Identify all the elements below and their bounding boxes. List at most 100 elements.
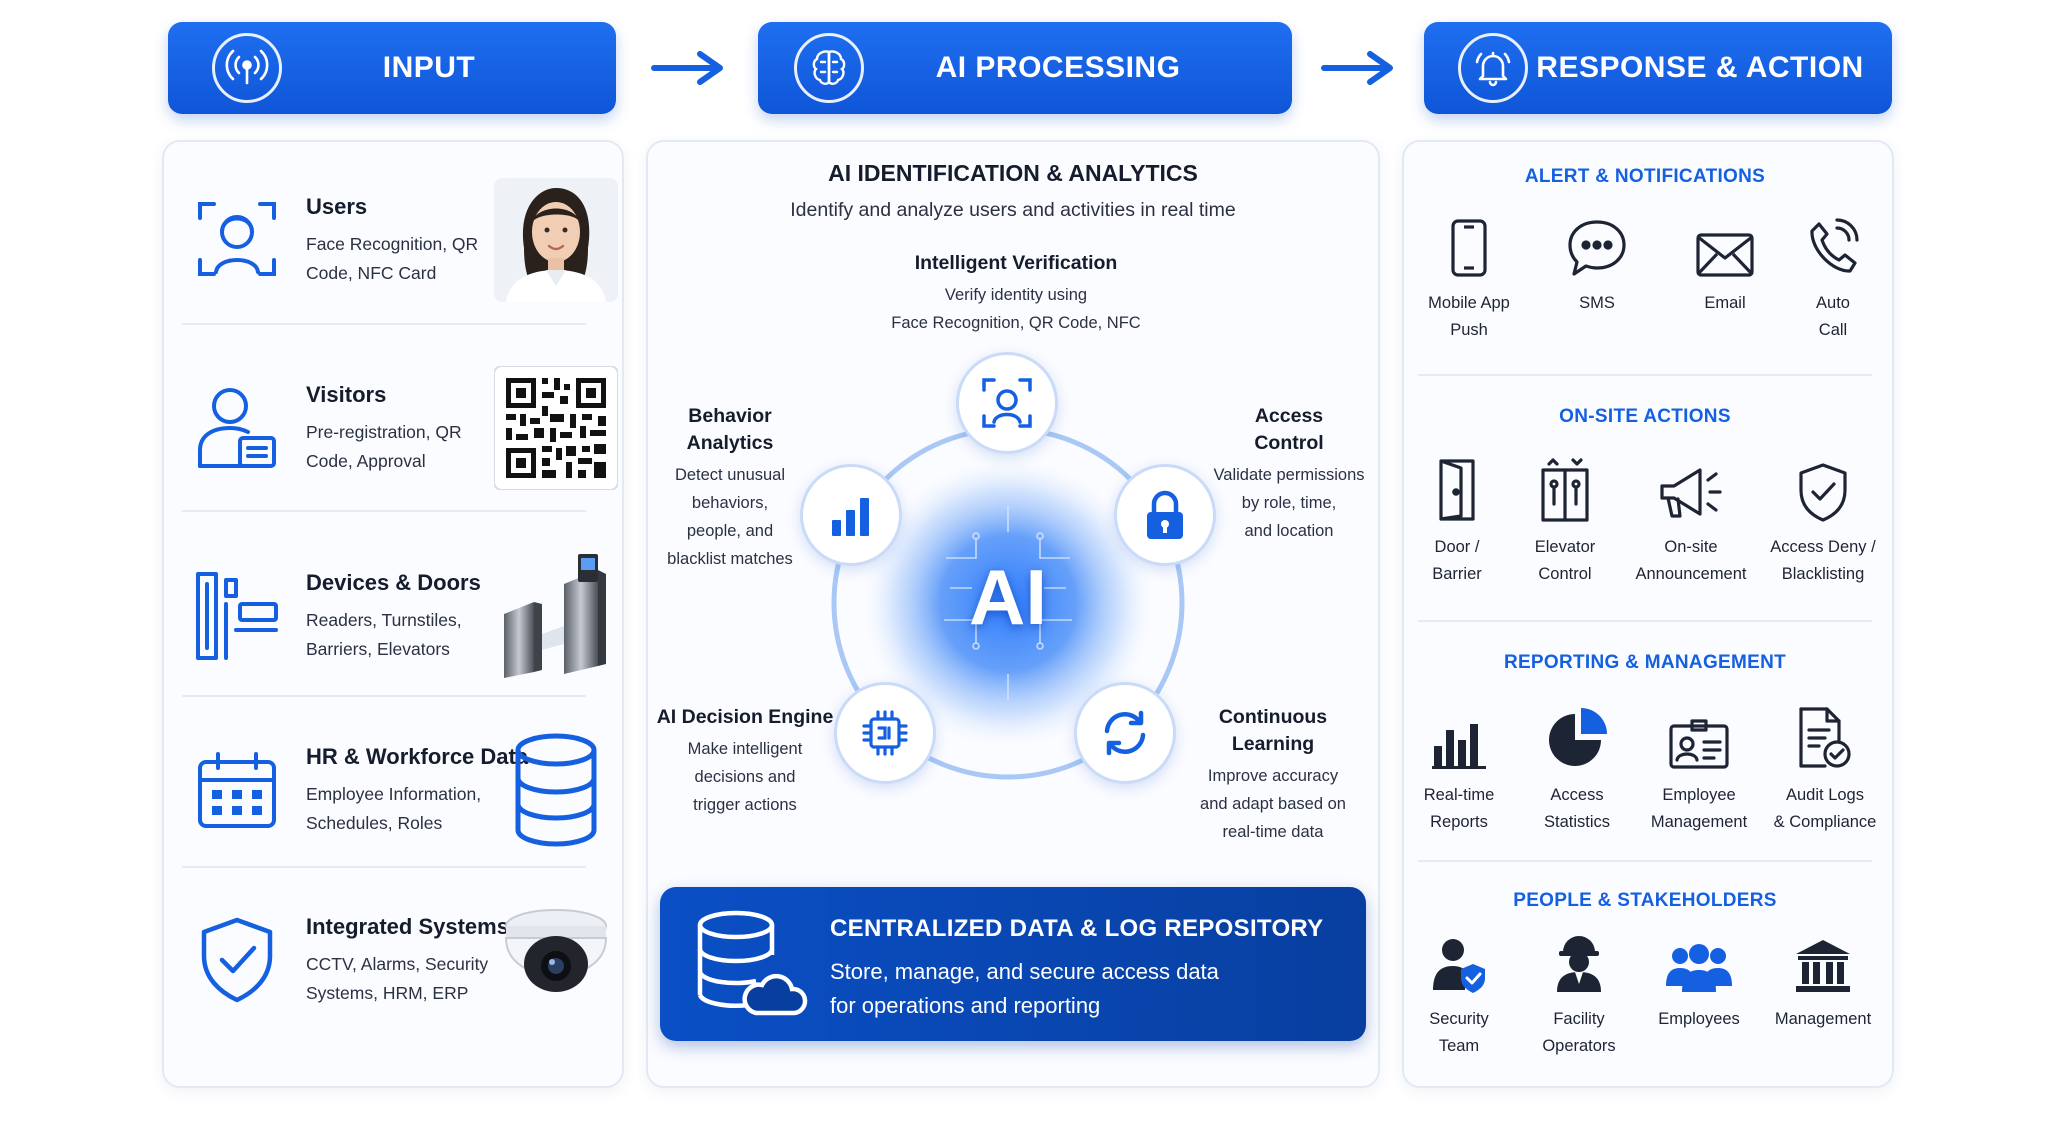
onsite-item-access-deny: Access Deny / Blacklisting	[1758, 452, 1888, 588]
alert-notifications-title: ALERT & NOTIFICATIONS	[1400, 166, 1890, 188]
divider	[182, 695, 586, 697]
institution-building-icon	[1794, 938, 1852, 994]
chat-bubble-icon	[1566, 218, 1628, 278]
people-item-label: Employees	[1634, 1006, 1764, 1033]
people-item-security-team: Security Team	[1394, 924, 1524, 1060]
input-item-desc: Employee Information, Schedules, Roles	[306, 780, 506, 838]
alert-item-label: Mobile App	[1404, 290, 1534, 317]
access-desc-line: by role, time,	[1206, 489, 1372, 517]
user-portrait-image	[494, 178, 618, 302]
response-action-header-title: RESPONSE & ACTION	[1528, 51, 1892, 85]
access-title: Control	[1206, 430, 1372, 457]
divider	[1418, 374, 1872, 376]
reporting-item-label: Employee	[1634, 782, 1764, 809]
arrow-right-icon	[1320, 50, 1398, 86]
reporting-item-label: Management	[1634, 809, 1764, 836]
alert-item-label: SMS	[1532, 290, 1662, 317]
megaphone-icon	[1658, 466, 1724, 522]
bell-icon	[1458, 33, 1528, 103]
database-cloud-icon	[690, 909, 810, 1021]
intelligent-verification: Intelligent Verification Verify identity…	[846, 250, 1186, 337]
chip-icon	[858, 706, 912, 760]
onsite-item-label: Announcement	[1626, 561, 1756, 588]
input-item-users: Users Face Recognition, QR Code, NFC Car…	[182, 154, 618, 324]
behavior-title: Analytics	[656, 430, 804, 457]
ai-section-title: AI IDENTIFICATION & ANALYTICS	[646, 160, 1380, 187]
reporting-item-label: Access	[1512, 782, 1642, 809]
bar-chart-icon	[826, 490, 876, 540]
alert-item-sms: SMS	[1532, 208, 1662, 317]
input-item-visitors: Visitors Pre-registration, QR Code, Appr…	[182, 342, 618, 512]
face-scan-icon	[192, 194, 282, 284]
verification-desc-line: Face Recognition, QR Code, NFC	[846, 309, 1186, 337]
learning-title: Continuous Learning	[1176, 704, 1370, 758]
door-reader-icon	[192, 570, 282, 660]
lock-icon	[1142, 489, 1188, 541]
learning-desc-line: real-time data	[1176, 818, 1370, 846]
bar-chart-icon	[1430, 716, 1488, 770]
ai-processing-header-title: AI PROCESSING	[864, 51, 1292, 85]
reporting-management-title: REPORTING & MANAGEMENT	[1400, 652, 1890, 674]
input-header: INPUT	[168, 22, 616, 114]
alert-item-label: Auto	[1768, 290, 1898, 317]
centralized-repository-banner: CENTRALIZED DATA & LOG REPOSITORY Store,…	[660, 887, 1366, 1041]
decision-engine-node	[834, 682, 936, 784]
brain-icon	[794, 33, 864, 103]
people-stakeholders-title: PEOPLE & STAKEHOLDERS	[1400, 890, 1890, 912]
alert-item-mobile-push: Mobile App Push	[1404, 208, 1534, 344]
repository-desc-line: Store, manage, and secure access data	[830, 955, 1330, 989]
learning-desc-line: Improve accuracy	[1176, 762, 1370, 790]
learning-desc-line: and adapt based on	[1176, 790, 1370, 818]
input-item-integrated-systems: Integrated Systems CCTV, Alarms, Securit…	[182, 874, 618, 1044]
divider	[182, 510, 586, 512]
refresh-icon	[1097, 705, 1153, 761]
reporting-item-employee-management: Employee Management	[1634, 700, 1764, 836]
people-item-label: Team	[1394, 1033, 1524, 1060]
id-card-icon	[1668, 718, 1730, 770]
decision-desc-line: trigger actions	[650, 791, 840, 819]
reporting-item-label: Audit Logs	[1760, 782, 1890, 809]
reporting-item-audit-logs: Audit Logs & Compliance	[1760, 700, 1890, 836]
worker-helmet-icon	[1553, 934, 1605, 994]
ai-brain-core-label: AI	[948, 552, 1068, 643]
document-check-icon	[1797, 706, 1853, 770]
input-item-desc: Readers, Turnstiles, Barriers, Elevators	[306, 606, 506, 664]
envelope-icon	[1695, 232, 1755, 278]
onsite-item-label: Elevator	[1500, 534, 1630, 561]
divider	[182, 323, 586, 325]
mobile-phone-icon	[1449, 218, 1489, 278]
alert-item-auto-call: Auto Call	[1768, 208, 1898, 344]
arrow-right-icon	[650, 50, 728, 86]
input-item-title: Integrated Systems	[306, 914, 509, 940]
elevator-icon	[1539, 458, 1591, 522]
behavior-title: Behavior	[656, 403, 804, 430]
reporting-item-label: Reports	[1394, 809, 1524, 836]
divider	[182, 866, 586, 868]
reporting-item-realtime-reports: Real-time Reports	[1394, 700, 1524, 836]
group-icon	[1666, 942, 1732, 994]
door-icon	[1435, 458, 1479, 522]
access-title: Access	[1206, 403, 1372, 430]
repository-desc: Store, manage, and secure access data fo…	[830, 955, 1330, 1023]
input-item-devices-doors: Devices & Doors Readers, Turnstiles, Bar…	[182, 530, 618, 700]
behavior-desc-line: people, and	[656, 517, 804, 545]
ai-processing-header: AI PROCESSING	[758, 22, 1292, 114]
input-item-desc: Face Recognition, QR Code, NFC Card	[306, 230, 506, 288]
database-icon	[494, 728, 618, 852]
verification-desc-line: Verify identity using	[846, 281, 1186, 309]
behavior-desc-line: behaviors,	[656, 489, 804, 517]
access-control-node	[1114, 464, 1216, 566]
onsite-item-label: Blacklisting	[1758, 561, 1888, 588]
onsite-item-label: Control	[1500, 561, 1630, 588]
people-item-label: Facility	[1514, 1006, 1644, 1033]
access-control: Access Control Validate permissions by r…	[1206, 403, 1372, 545]
face-verification-node	[956, 352, 1058, 454]
onsite-item-label: On-site	[1626, 534, 1756, 561]
alert-item-label: Call	[1768, 317, 1898, 344]
input-header-title: INPUT	[282, 51, 616, 85]
decision-desc-line: Make intelligent	[650, 735, 840, 763]
input-item-hr-workforce: HR & Workforce Data Employee Information…	[182, 704, 618, 874]
broadcast-icon	[212, 33, 282, 103]
calendar-icon	[192, 744, 282, 834]
turnstile-image	[494, 554, 618, 678]
